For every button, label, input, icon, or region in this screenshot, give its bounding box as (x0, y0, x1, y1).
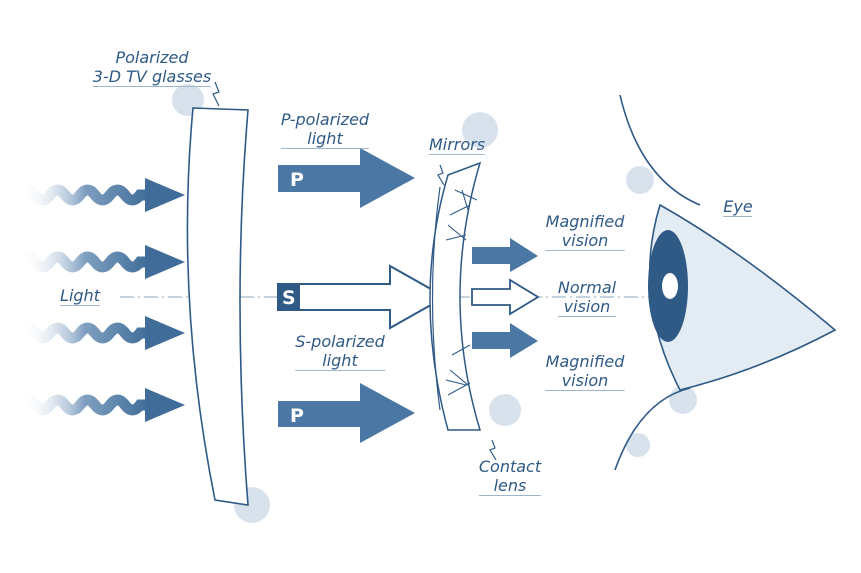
mirrors-pointer (437, 164, 445, 186)
light-wave-arrowhead (145, 245, 185, 279)
mirror-reflection-arrows (445, 189, 478, 396)
svg-text:P: P (290, 405, 304, 427)
contact-lens (429, 161, 482, 431)
light-wave-arrowhead (145, 178, 185, 212)
normal-vision-arrow (471, 278, 540, 316)
light-wave (15, 394, 150, 416)
magnified-arrow-top (472, 238, 538, 272)
eye (614, 94, 837, 471)
polarized-glasses-lens (186, 107, 249, 506)
magnified-arrow-bottom (472, 323, 538, 358)
light-waves (15, 178, 185, 422)
light-wave (15, 251, 150, 273)
label-light: Light (60, 286, 100, 306)
p-polarized-arrow-top: P (278, 148, 415, 208)
lens-pointer (489, 439, 497, 461)
light-wave (15, 322, 150, 344)
glasses-pointer (212, 81, 220, 107)
light-wave-arrowhead (145, 388, 185, 422)
pupil-highlight (662, 273, 678, 299)
svg-text:P: P (290, 169, 304, 191)
label-mirrors: Mirrors (428, 135, 486, 155)
svg-text:S: S (282, 287, 296, 309)
light-wave (15, 184, 150, 206)
p-polarized-arrow-bottom: P (278, 383, 415, 443)
label-eye: Eye (723, 197, 753, 217)
s-polarized-arrow: S (277, 264, 448, 330)
light-wave-arrowhead (145, 316, 185, 350)
